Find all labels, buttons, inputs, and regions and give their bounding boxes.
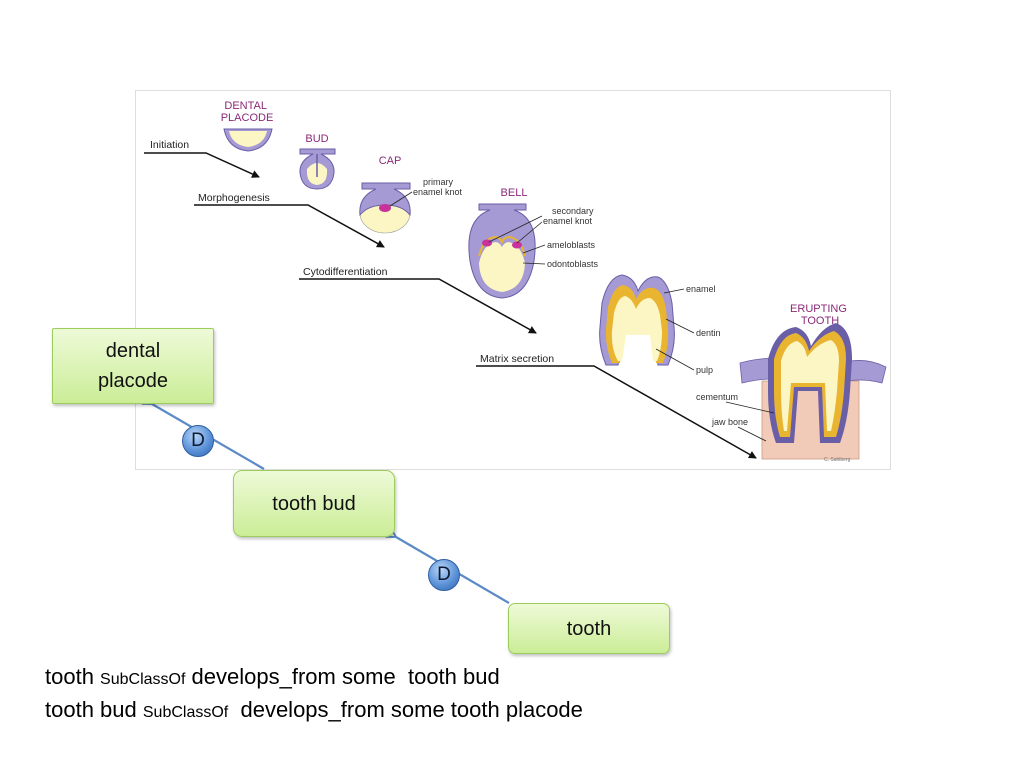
tooth-bud-box[interactable]: tooth bud bbox=[233, 470, 395, 537]
leader-dentin bbox=[665, 318, 695, 334]
axiom-relation: SubClassOf bbox=[100, 671, 186, 688]
part-label-cementum: cementum bbox=[696, 392, 738, 402]
tooth-bud-label: tooth bud bbox=[272, 492, 356, 515]
arrow-cytodifferentiation bbox=[299, 278, 537, 334]
axiom-subject: tooth bud bbox=[45, 697, 143, 722]
process-label-initiation: Initiation bbox=[150, 139, 189, 151]
part-label-dentin: dentin bbox=[696, 328, 721, 338]
stage-label-erupting-tooth: ERUPTING TOOTH bbox=[790, 303, 850, 327]
leader-jaw-bone bbox=[737, 426, 767, 442]
arrow-morphogenesis bbox=[194, 204, 385, 248]
bud-drawing bbox=[299, 148, 336, 190]
cap-drawing bbox=[359, 182, 411, 234]
leader-odontoblasts bbox=[522, 262, 546, 265]
leader-cementum bbox=[725, 401, 775, 414]
part-label-odontoblasts: odontoblasts bbox=[547, 259, 599, 269]
part-label-ameloblasts: ameloblasts bbox=[547, 240, 596, 250]
tooth-label: tooth bbox=[566, 617, 612, 640]
leader-pulp bbox=[655, 348, 695, 371]
dental-placode-box[interactable]: dental placode bbox=[52, 328, 214, 404]
figure-credit: C. Sahlberg bbox=[824, 457, 851, 463]
dental-placode-label: dental placode bbox=[97, 340, 169, 392]
leader-secondary-knot-2 bbox=[516, 221, 543, 244]
axiom-restriction: develops_from some tooth placode bbox=[228, 697, 583, 722]
stage-label-dental-placode: DENTAL PLACODE bbox=[221, 100, 274, 124]
develops-from-badge[interactable]: D bbox=[182, 425, 214, 457]
leader-enamel bbox=[663, 288, 685, 294]
stage-label-bell: BELL bbox=[501, 187, 528, 199]
tooth-box[interactable]: tooth bbox=[508, 603, 670, 654]
erupting-tooth-drawing bbox=[739, 323, 887, 460]
axiom-line: tooth SubClassOf develops_from some toot… bbox=[45, 662, 583, 695]
process-label-matrix-secretion: Matrix secretion bbox=[480, 353, 554, 365]
tooth-development-figure: DENTAL PLACODE BUD CAP BELL ERUPTING TOO… bbox=[135, 90, 891, 470]
process-label-cytodifferentiation: Cytodifferentiation bbox=[303, 266, 388, 278]
part-label-pulp: pulp bbox=[696, 365, 713, 375]
axiom-relation: SubClassOf bbox=[142, 704, 229, 721]
axiom-subject: tooth bbox=[45, 664, 101, 689]
part-label-secondary-enamel-knot: secondary enamel knot bbox=[543, 206, 596, 226]
develops-from-badge[interactable]: D bbox=[428, 559, 460, 591]
stage-label-cap: CAP bbox=[379, 155, 402, 167]
tooth-development-svg: DENTAL PLACODE BUD CAP BELL ERUPTING TOO… bbox=[144, 100, 887, 463]
part-label-jaw-bone: jaw bone bbox=[711, 417, 748, 427]
part-label-primary-enamel-knot: primary enamel knot bbox=[413, 177, 463, 197]
placode-drawing bbox=[223, 128, 273, 152]
leader-primary-enamel-knot bbox=[389, 191, 413, 207]
leader-ameloblasts bbox=[522, 244, 546, 254]
axiom-line: tooth bud SubClassOf develops_from some … bbox=[45, 695, 583, 728]
process-label-morphogenesis: Morphogenesis bbox=[198, 192, 270, 204]
arrow-initiation bbox=[144, 152, 260, 178]
stage-label-bud: BUD bbox=[305, 133, 328, 145]
axiom-list: tooth SubClassOf develops_from some toot… bbox=[45, 662, 583, 728]
leader-secondary-knot-1 bbox=[488, 215, 543, 243]
part-label-enamel: enamel bbox=[686, 284, 716, 294]
crown-drawing bbox=[599, 274, 675, 366]
axiom-restriction: develops_from some tooth bud bbox=[185, 664, 500, 689]
arrow-matrix-secretion bbox=[476, 365, 757, 459]
